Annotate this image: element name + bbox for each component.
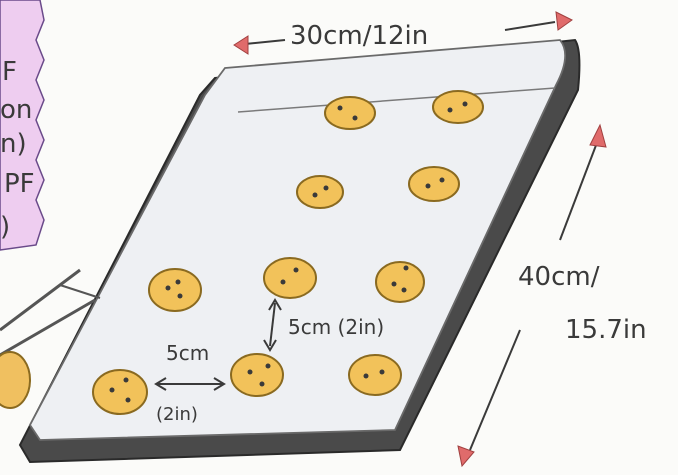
height-arrow-bottom-head [457, 445, 475, 468]
note-text: F on n) PF ) [0, 57, 35, 242]
height-label-line1: 40cm/ [518, 262, 600, 292]
paper-inner-edge [237, 87, 556, 113]
cookie [92, 369, 148, 415]
vertical-spacing-arrow [269, 302, 276, 347]
horizontal-spacing-arrow-left-head [154, 377, 167, 391]
scissors-icon [0, 268, 101, 357]
cookie [324, 96, 376, 130]
note-fragment-pf: PF [4, 169, 35, 199]
cookie [296, 175, 344, 209]
note-fragment-on: on [0, 95, 32, 125]
width-label: 30cm/12in [290, 21, 428, 51]
width-arrow-left-head [233, 35, 249, 55]
cookies [92, 90, 484, 415]
note-fragment-close: ) [0, 212, 10, 242]
height-arrow [469, 139, 599, 451]
horizontal-spacing-arrow-right-head [213, 377, 226, 391]
vertical-spacing-arrow-top-head [268, 298, 282, 311]
note-fragment-paren: n) [0, 129, 27, 159]
chocolate-chips [109, 101, 468, 403]
cookie [148, 268, 202, 312]
width-arrow [244, 21, 556, 45]
cookie [375, 261, 425, 303]
baking-paper [28, 39, 566, 441]
cookie [432, 90, 484, 124]
note-fragment-f: F [2, 57, 17, 87]
cookie [408, 166, 460, 202]
cookie [348, 354, 402, 396]
horizontal-spacing-label: 5cm [166, 341, 209, 365]
vertical-spacing-label: 5cm (2in) [288, 315, 384, 339]
horizontal-spacing-sublabel: (2in) [156, 404, 198, 425]
cookie [263, 257, 317, 299]
width-arrow-right-head [555, 11, 573, 31]
scissors-handle [0, 351, 31, 409]
cookie [230, 353, 284, 397]
note-paper [0, 0, 45, 251]
height-arrow-top-head [589, 123, 607, 148]
height-label-line2: 15.7in [565, 315, 647, 345]
vertical-spacing-arrow-bottom-head [263, 339, 277, 352]
